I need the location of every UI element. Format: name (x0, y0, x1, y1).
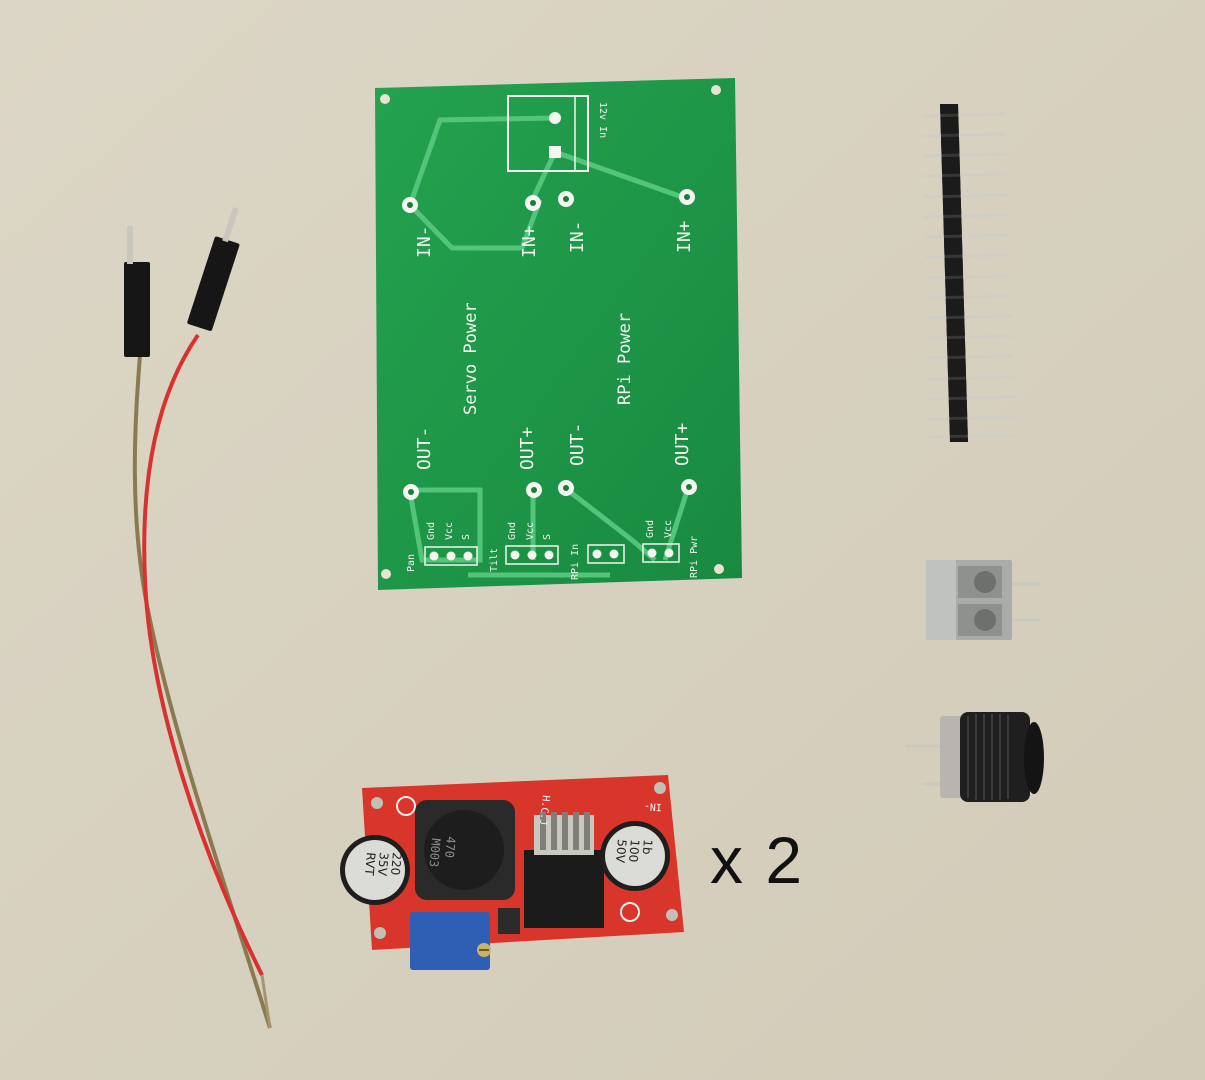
inductor-line-1: 470 (442, 836, 458, 859)
copper-traces (407, 115, 691, 578)
cap-right-line-2: 100 (626, 839, 642, 863)
terminal-pad (549, 112, 561, 124)
cap-left-line-3: RVT (362, 852, 378, 877)
quantity-label: x 2 (710, 823, 805, 897)
cap-left-line-2: 35V (375, 852, 391, 877)
label-out-plus-right: OUT+ (672, 422, 693, 466)
mount-hole (381, 569, 391, 579)
label-gnd-1: Gnd (426, 522, 437, 540)
cap-right-line-1: 1b (640, 839, 655, 855)
label-vcc-2: Vcc (525, 522, 536, 540)
red-wire-bare-end (260, 974, 272, 1029)
label-gnd-3: Gnd (645, 520, 656, 538)
input-pads (402, 189, 695, 213)
pin-header-strip (921, 104, 1017, 442)
dc-barrel-jack (905, 712, 1044, 802)
screw-icon (974, 609, 996, 631)
label-in-plus-right: IN+ (674, 220, 695, 253)
pin-left (127, 226, 133, 264)
terminal-outline (507, 95, 589, 172)
marking-in: IN- (644, 800, 662, 812)
terminal-pad-square (549, 146, 561, 158)
label-rpi-in: RPi In (570, 544, 581, 580)
pcb-board: 12v In IN- IN+ IN- IN+ Servo Power RPi P… (375, 78, 742, 590)
label-vcc-3: Vcc (663, 520, 674, 538)
red-wire (142, 333, 264, 976)
jumper-wires (124, 207, 272, 1029)
terminal-label: 12v In (597, 102, 608, 138)
label-s-2: S (542, 534, 553, 540)
label-rpi-pwr: RPi Pwr (689, 536, 700, 578)
mount-hole (380, 94, 390, 104)
regulator-chip (524, 850, 604, 928)
label-servo-power: Servo Power (461, 302, 481, 415)
inductor-line-2: M003 (426, 838, 442, 868)
label-tilt: Tilt (489, 548, 500, 572)
cap-right-line-3: 50V (613, 839, 629, 864)
pin-right (222, 207, 239, 243)
label-pan: Pan (406, 554, 417, 572)
screw-icon (974, 571, 996, 593)
mount-hole (711, 85, 721, 95)
output-pads (403, 479, 697, 500)
label-in-minus-left: IN- (414, 225, 435, 258)
label-gnd-2: Gnd (507, 522, 518, 540)
trim-potentiometer (410, 912, 490, 970)
pcb-substrate (375, 78, 742, 590)
cap-left-line-1: 220 (388, 852, 404, 876)
header-pins (921, 112, 1017, 439)
label-rpi-power: RPi Power (615, 313, 635, 405)
screw-terminal (926, 560, 1040, 640)
label-in-minus-right: IN- (567, 220, 588, 253)
label-s-1: S (461, 534, 472, 540)
header-footprints (424, 543, 680, 566)
label-out-plus-left: OUT+ (517, 426, 538, 470)
mount-hole (714, 564, 724, 574)
buck-converter-module: 470 M003 H.C.J IN- 220 35V RVT 1b 100 50… (340, 775, 684, 970)
connector-housing-right (187, 236, 240, 331)
label-in-plus-left: IN+ (519, 225, 540, 258)
marking-hcj: H.C.J (537, 795, 551, 826)
connector-housing-left (124, 262, 150, 357)
label-out-minus-right: OUT- (567, 423, 588, 466)
label-vcc-1: Vcc (444, 522, 455, 540)
label-out-minus-left: OUT- (414, 427, 435, 470)
